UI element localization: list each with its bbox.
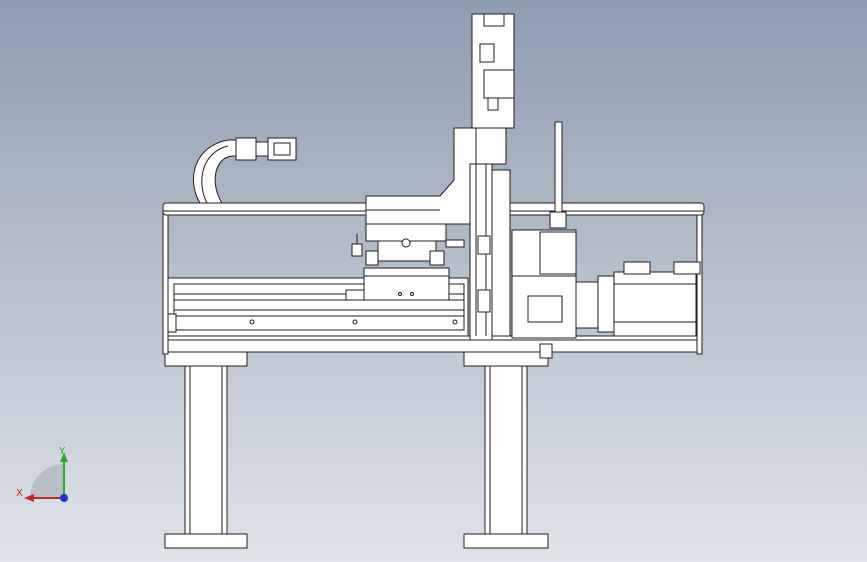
cable-chain [193, 138, 296, 203]
gripper-block [352, 221, 464, 265]
servo-motor [576, 262, 700, 336]
coordinate-triad: Y X [16, 446, 68, 502]
right-leg-mount [464, 352, 548, 366]
base-plate [165, 336, 700, 352]
axis-carriage [364, 268, 449, 300]
z-axis-dot [60, 494, 68, 502]
z-column [470, 14, 514, 340]
left-leg [165, 366, 247, 548]
y-axis-label: Y [58, 446, 66, 457]
left-leg-mount [165, 352, 247, 366]
right-leg [464, 366, 548, 548]
gearbox [512, 230, 576, 358]
linear-axis [168, 278, 468, 336]
vertical-rod [550, 122, 566, 228]
x-axis-label: X [16, 488, 23, 499]
